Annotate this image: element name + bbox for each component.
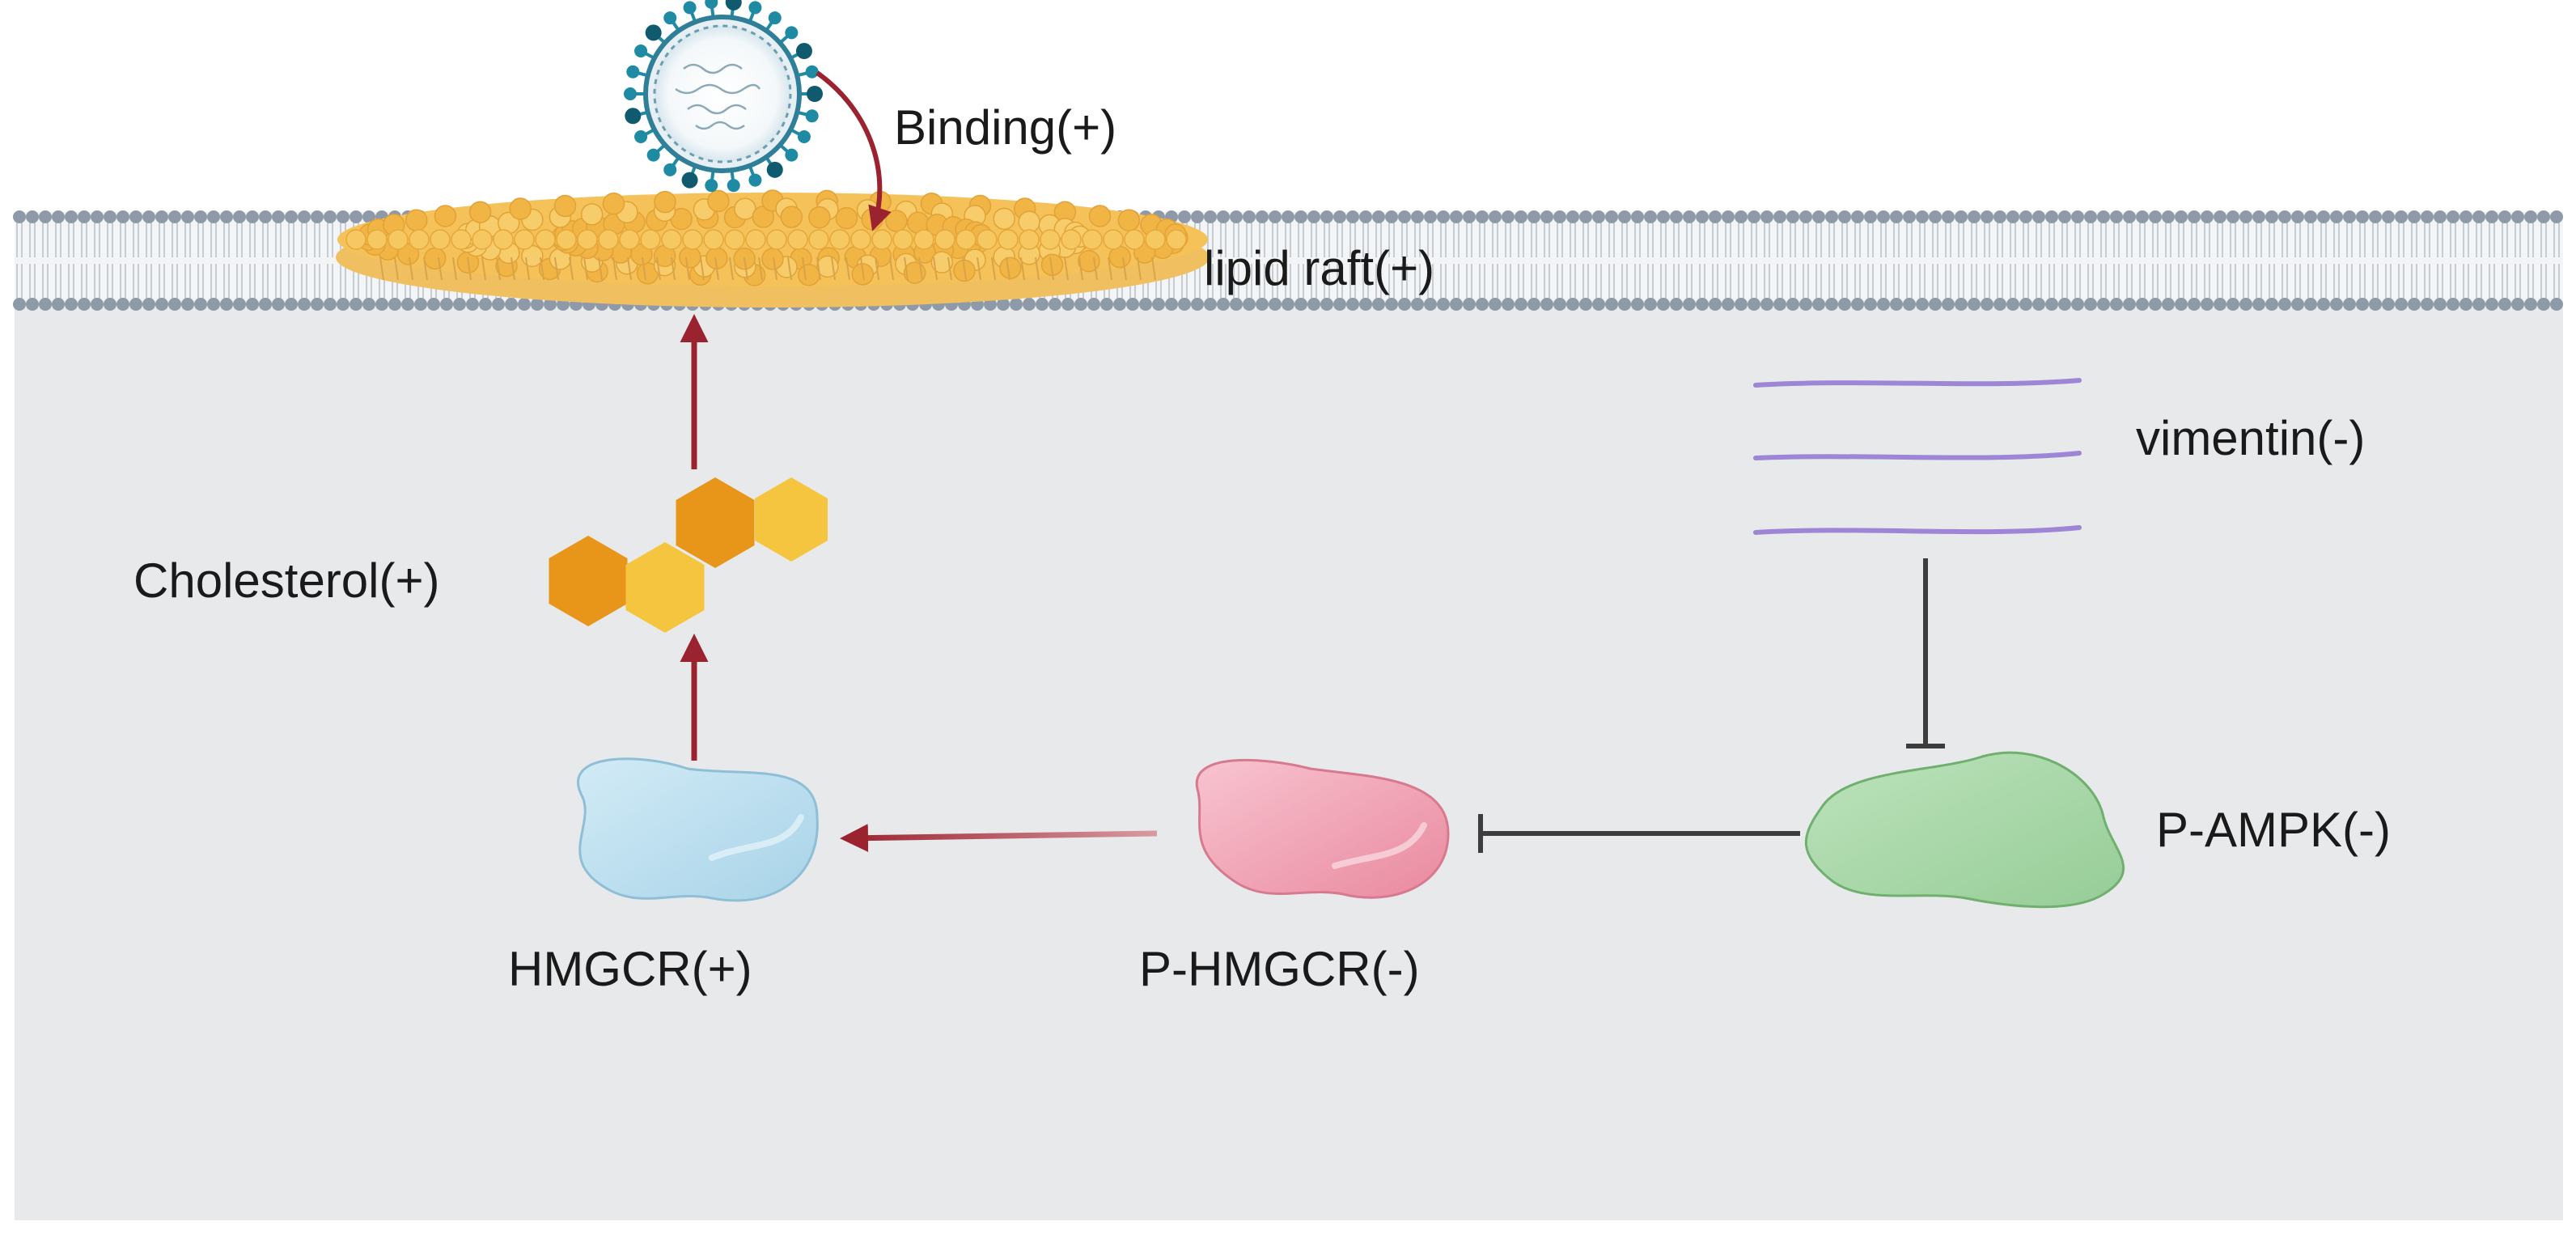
virus-particle xyxy=(624,0,823,193)
vimentin-filaments xyxy=(1753,378,2082,535)
phmgcr-to-hmgcr-arrow xyxy=(840,824,1158,853)
cytoplasm-background xyxy=(15,291,2563,1220)
cholesterol-molecule xyxy=(549,477,828,633)
binding-arrow xyxy=(816,70,892,231)
lipid-raft-label: lipid raft(+) xyxy=(1204,241,1435,295)
vimentin-inhibition xyxy=(1906,558,1945,748)
hmgcr-label: HMGCR(+) xyxy=(508,942,752,996)
p-hmgcr-label: P-HMGCR(-) xyxy=(1139,942,1420,996)
binding-label: Binding(+) xyxy=(894,100,1117,155)
p-ampk-label: P-AMPK(-) xyxy=(2156,803,2391,857)
ampk-inhibition xyxy=(1478,814,1800,853)
p-hmgcr-protein xyxy=(1195,758,1450,899)
vimentin-label: vimentin(-) xyxy=(2136,411,2366,465)
hmgcr-protein xyxy=(577,757,819,902)
p-ampk-protein xyxy=(1804,751,2125,909)
lipid-raft xyxy=(336,189,1210,307)
cholesterol-label: Cholesterol(+) xyxy=(133,553,440,608)
